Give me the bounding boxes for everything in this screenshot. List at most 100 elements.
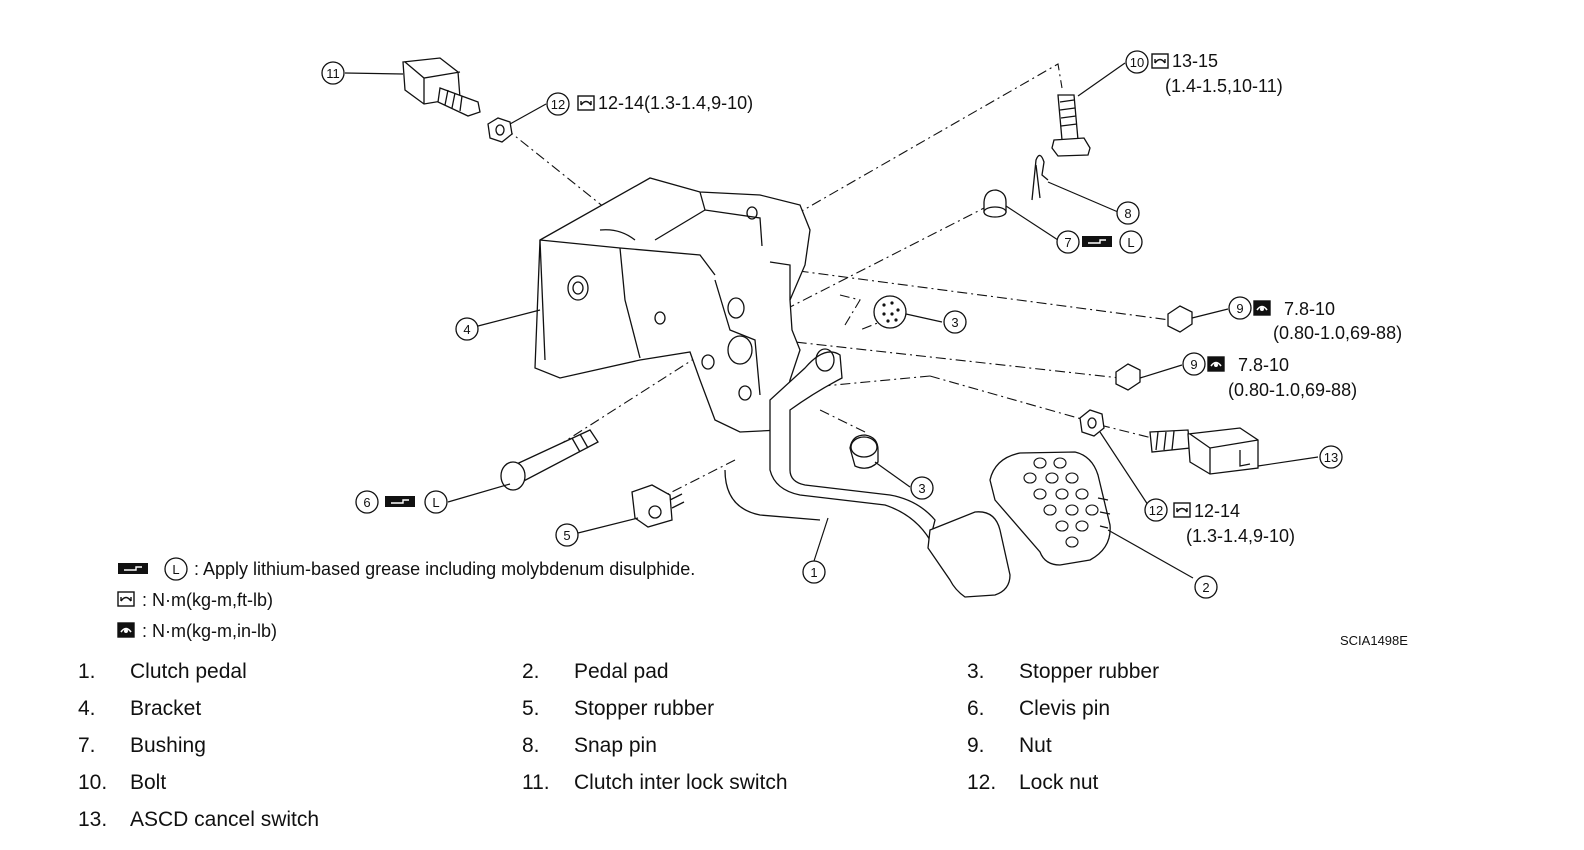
legend-item-name: Clevis pin xyxy=(1019,697,1111,720)
legend-item-name: Snap pin xyxy=(574,734,657,757)
spec-nut-9-upper: 7.8-10 (0.80-1.0,69-88) xyxy=(1253,299,1402,343)
legend-item-number: 1. xyxy=(78,660,96,683)
callout-4: 4 xyxy=(455,317,479,341)
leader-lines xyxy=(344,62,1319,579)
legend-item-name: Stopper rubber xyxy=(1019,660,1160,683)
svg-text:4: 4 xyxy=(463,322,470,337)
clutch-pedal-exploded-diagram: 11 12 10 8 7 4 3 9 9 13 3 12 xyxy=(117,50,1408,648)
torque-wrench-filled-icon xyxy=(1207,356,1225,372)
grease-icon xyxy=(1081,235,1113,248)
callout-3-upper: 3 xyxy=(943,310,967,334)
svg-text:5: 5 xyxy=(563,528,570,543)
svg-text:12: 12 xyxy=(1149,503,1163,518)
nut-lower-part xyxy=(1115,363,1141,391)
svg-text:1: 1 xyxy=(810,565,817,580)
note-grease: L : Apply lithium-based grease including… xyxy=(117,557,695,581)
lock-nut-lower-part xyxy=(1079,409,1105,437)
spec-bushing-7: L xyxy=(1081,230,1143,254)
callout-9-lower: 9 xyxy=(1182,352,1206,376)
stopper-rubber-clip-part xyxy=(631,484,685,528)
callout-11: 11 xyxy=(321,61,345,85)
bolt-part xyxy=(1051,94,1091,157)
legend-item-name: ASCD cancel switch xyxy=(130,808,320,831)
snap-pin-part xyxy=(1031,154,1049,201)
spec-locknut-12-lower: 12-14 (1.3-1.4,9-10) xyxy=(1173,501,1295,546)
torque-wrench-filled-icon xyxy=(1253,300,1271,316)
legend-item-name: Nut xyxy=(1019,734,1052,757)
svg-text:13: 13 xyxy=(1324,450,1338,465)
pedal-pad-part xyxy=(989,451,1111,566)
clutch-interlock-switch-part xyxy=(402,57,481,117)
lock-nut-upper-part xyxy=(487,117,513,143)
torque-wrench-icon xyxy=(117,591,135,607)
svg-text:(1.3-1.4,9-10): (1.3-1.4,9-10) xyxy=(1186,526,1295,546)
callout-12-upper: 12 xyxy=(546,92,570,116)
callout-10: 10 xyxy=(1125,50,1149,74)
ascd-cancel-switch-part xyxy=(1149,427,1259,475)
legend-item-name: Clutch inter lock switch xyxy=(574,771,788,794)
legend-item-number: 6. xyxy=(967,697,985,720)
legend-item-number: 11. xyxy=(522,771,550,794)
legend-item-name: Bushing xyxy=(130,734,206,757)
note-torque-ftlb: : N·m(kg-m,ft-lb) xyxy=(117,590,273,610)
svg-text:(1.4-1.5,10-11): (1.4-1.5,10-11) xyxy=(1165,76,1283,96)
svg-text:12-14(1.3-1.4,9-10): 12-14(1.3-1.4,9-10) xyxy=(598,93,753,113)
legend-item-name: Lock nut xyxy=(1019,771,1099,794)
legend-item-number: 2. xyxy=(522,660,540,683)
svg-text:10: 10 xyxy=(1130,55,1144,70)
bushing-part xyxy=(983,189,1007,218)
svg-text:: N·m(kg-m,ft-lb): : N·m(kg-m,ft-lb) xyxy=(142,590,273,610)
svg-text:9: 9 xyxy=(1236,301,1243,316)
callout-6: 6 xyxy=(355,490,379,514)
stopper-rubber-upper-part xyxy=(873,295,907,329)
clevis-pin-part xyxy=(500,429,599,491)
spec-nut-9-lower: 7.8-10 (0.80-1.0,69-88) xyxy=(1207,355,1357,400)
callout-8: 8 xyxy=(1116,201,1140,225)
callout-12-lower: 12 xyxy=(1144,498,1168,522)
torque-wrench-icon xyxy=(1173,502,1191,518)
svg-text:3: 3 xyxy=(951,315,958,330)
legend-item-name: Bracket xyxy=(130,697,202,720)
svg-text:9: 9 xyxy=(1190,357,1197,372)
grease-icon xyxy=(117,562,149,575)
torque-wrench-icon xyxy=(577,95,595,111)
svg-text:7.8-10: 7.8-10 xyxy=(1238,355,1289,375)
svg-text:L: L xyxy=(1127,235,1134,250)
legend-item-number: 8. xyxy=(522,734,540,757)
legend-item-number: 5. xyxy=(522,697,540,720)
figure-code: SCIA1498E xyxy=(1340,633,1408,648)
note-torque-inlb: : N·m(kg-m,in-lb) xyxy=(117,621,277,641)
svg-text:7: 7 xyxy=(1064,235,1071,250)
legend-item-number: 9. xyxy=(967,734,985,757)
stopper-rubber-lower-part xyxy=(849,434,879,469)
bracket-part xyxy=(534,177,811,433)
torque-wrench-icon xyxy=(1151,53,1169,69)
svg-text:11: 11 xyxy=(326,66,340,81)
callout-3-lower: 3 xyxy=(910,476,934,500)
svg-text:(0.80-1.0,69-88): (0.80-1.0,69-88) xyxy=(1273,323,1402,343)
callout-5: 5 xyxy=(555,523,579,547)
legend-item-number: 12. xyxy=(967,771,997,794)
legend-item-number: 13. xyxy=(78,808,108,831)
legend-item-name: Clutch pedal xyxy=(130,660,247,683)
callout-13: 13 xyxy=(1319,445,1343,469)
svg-text:12-14: 12-14 xyxy=(1194,501,1240,521)
clutch-pedal-part xyxy=(724,348,1011,598)
svg-text:(0.80-1.0,69-88): (0.80-1.0,69-88) xyxy=(1228,380,1357,400)
callout-7: 7 xyxy=(1056,230,1080,254)
svg-text:13-15: 13-15 xyxy=(1172,51,1218,71)
spec-locknut-12-upper: 12-14(1.3-1.4,9-10) xyxy=(577,93,753,113)
svg-text:L: L xyxy=(172,562,179,577)
grease-icon xyxy=(384,495,416,508)
svg-text:: Apply lithium-based grease i: : Apply lithium-based grease including m… xyxy=(194,559,695,579)
callout-1: 1 xyxy=(802,560,826,584)
legend-item-number: 3. xyxy=(967,660,985,683)
svg-text:L: L xyxy=(432,495,439,510)
svg-text:8: 8 xyxy=(1124,206,1131,221)
svg-text:6: 6 xyxy=(363,495,370,510)
svg-text:: N·m(kg-m,in-lb): : N·m(kg-m,in-lb) xyxy=(142,621,277,641)
spec-bolt-10: 13-15 (1.4-1.5,10-11) xyxy=(1151,51,1283,96)
torque-wrench-filled-icon xyxy=(117,622,135,638)
svg-text:12: 12 xyxy=(551,97,565,112)
svg-text:2: 2 xyxy=(1202,580,1209,595)
